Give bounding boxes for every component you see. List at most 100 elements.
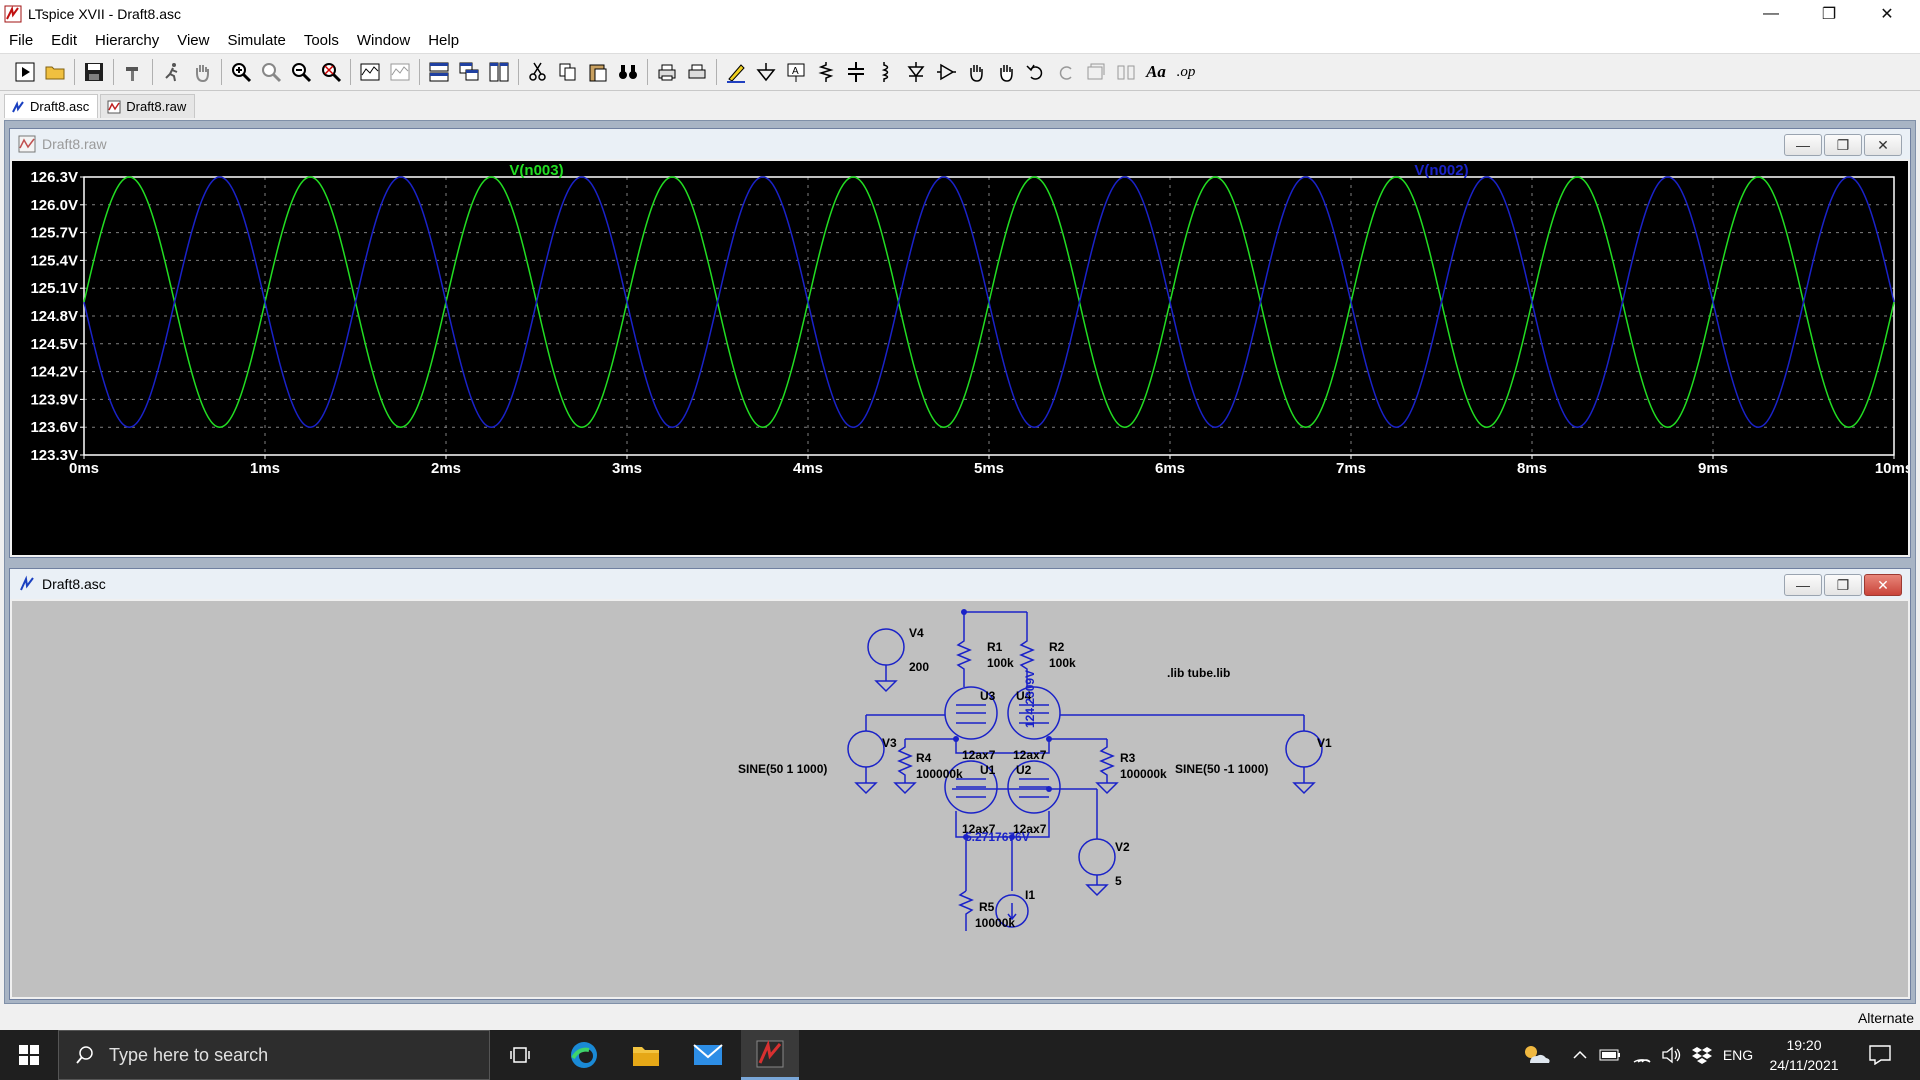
delete-trace-button[interactable]	[385, 57, 415, 87]
resistor-button[interactable]	[811, 57, 841, 87]
zoom-in-button[interactable]	[226, 57, 256, 87]
tray-battery[interactable]	[1596, 1030, 1624, 1080]
notification-center-button[interactable]	[1858, 1030, 1902, 1080]
spice-directive[interactable]: .lib tube.lib	[1167, 666, 1230, 680]
waveform-plot[interactable]: 0ms1ms2ms3ms4ms5ms6ms7ms8ms9ms10ms123.3V…	[12, 161, 1908, 555]
taskbar-mail-button[interactable]	[679, 1030, 737, 1080]
print-button[interactable]	[652, 57, 682, 87]
menu-view[interactable]: View	[177, 32, 210, 49]
x-tick-label: 4ms	[793, 460, 823, 477]
close-icon: ✕	[1877, 576, 1889, 593]
waveform-minimize-button[interactable]: —	[1784, 134, 1822, 156]
cascade-button[interactable]	[454, 57, 484, 87]
mirror-button[interactable]	[1111, 57, 1141, 87]
label-v2-value: 5	[1115, 874, 1122, 888]
schematic-window-title: Draft8.asc	[42, 576, 106, 592]
menu-tools[interactable]: Tools	[303, 32, 339, 49]
zoom-pan-button[interactable]	[256, 57, 286, 87]
move-button[interactable]	[961, 57, 991, 87]
minimize-icon: —	[1763, 5, 1779, 22]
inductor-button[interactable]	[871, 57, 901, 87]
text-button[interactable]: Aa	[1141, 57, 1171, 87]
chevron-up-icon	[1573, 1050, 1587, 1059]
svg-text:A: A	[792, 66, 799, 77]
label-v4-value: 200	[909, 660, 929, 674]
waveform-close-button[interactable]: ✕	[1864, 134, 1902, 156]
menu-simulate[interactable]: Simulate	[227, 32, 286, 49]
label-r5-value: 10000k	[975, 916, 1015, 930]
control-panel-button[interactable]	[118, 57, 148, 87]
running-man-icon	[165, 63, 178, 82]
open-button[interactable]	[40, 57, 70, 87]
drag-button[interactable]	[991, 57, 1021, 87]
schematic-minimize-button[interactable]: —	[1784, 574, 1822, 596]
menu-hierarchy[interactable]: Hierarchy	[95, 32, 160, 49]
menu-help[interactable]: Help	[428, 32, 460, 49]
cut-button[interactable]	[523, 57, 553, 87]
tray-dropbox[interactable]	[1688, 1030, 1716, 1080]
redo-icon	[1059, 66, 1072, 80]
spice-directive-button[interactable]: .op	[1171, 57, 1201, 87]
schematic-close-button[interactable]: ✕	[1864, 574, 1902, 596]
tray-network[interactable]	[1628, 1030, 1656, 1080]
label-r1: R1	[987, 640, 1003, 654]
trace-icon	[390, 63, 410, 81]
autorange-button[interactable]	[355, 57, 385, 87]
rotate-button[interactable]	[1081, 57, 1111, 87]
print-preview-icon	[688, 64, 706, 79]
waveform-maximize-button[interactable]: ❐	[1824, 134, 1862, 156]
diode-button[interactable]	[901, 57, 931, 87]
run-button[interactable]	[10, 57, 40, 87]
find-button[interactable]	[613, 57, 643, 87]
undo-button[interactable]	[1021, 57, 1051, 87]
tray-language[interactable]: ENG	[1718, 1030, 1758, 1080]
tab-draft8-raw[interactable]: Draft8.raw	[100, 94, 196, 118]
zoom-fit-button[interactable]	[316, 57, 346, 87]
ground-button[interactable]	[751, 57, 781, 87]
tile-vertical-button[interactable]	[484, 57, 514, 87]
taskbar-ltspice-button[interactable]	[741, 1030, 799, 1080]
start-button[interactable]	[0, 1030, 58, 1080]
taskbar-edge-button[interactable]	[555, 1030, 613, 1080]
windows-taskbar: Type here to search ENG 19:20 24/11/2021	[0, 1030, 1920, 1080]
restore-button[interactable]: ❐	[1800, 0, 1858, 28]
draw-wire-button[interactable]	[721, 57, 751, 87]
zoom-out-button[interactable]	[286, 57, 316, 87]
menu-window[interactable]: Window	[356, 32, 411, 49]
schematic-maximize-button[interactable]: ❐	[1824, 574, 1862, 596]
taskbar-file-explorer-button[interactable]	[617, 1030, 675, 1080]
tile-horizontal-button[interactable]	[424, 57, 454, 87]
redo-button[interactable]	[1051, 57, 1081, 87]
minimize-button[interactable]: —	[1742, 0, 1800, 28]
toolbar-separator	[716, 59, 717, 85]
print-setup-button[interactable]	[682, 57, 712, 87]
tray-show-hidden-button[interactable]	[1568, 1030, 1592, 1080]
x-tick-label: 8ms	[1517, 460, 1547, 477]
component-button[interactable]	[931, 57, 961, 87]
label-u3: U3	[980, 689, 996, 703]
y-tick-label: 126.0V	[30, 197, 78, 214]
taskbar-clock[interactable]: 19:20 24/11/2021	[1762, 1030, 1846, 1080]
task-view-button[interactable]	[492, 1030, 550, 1080]
paste-button[interactable]	[583, 57, 613, 87]
tray-volume[interactable]	[1658, 1030, 1686, 1080]
schematic-window-title-bar[interactable]: Draft8.asc	[10, 569, 1910, 599]
label-net-button[interactable]: A	[781, 57, 811, 87]
taskbar-search-box[interactable]: Type here to search	[58, 1030, 490, 1080]
halt-button[interactable]	[157, 57, 187, 87]
inductor-icon	[881, 62, 889, 82]
hammer-icon	[126, 67, 138, 81]
save-button[interactable]	[79, 57, 109, 87]
copy-button[interactable]	[553, 57, 583, 87]
schematic-canvas[interactable]: V4 200 R1 100k R2 100k .lib tube.lib U3 …	[12, 601, 1908, 997]
close-button[interactable]: ✕	[1858, 0, 1916, 28]
pan-button[interactable]	[187, 57, 217, 87]
label-v2: V2	[1115, 840, 1130, 854]
capacitor-button[interactable]	[841, 57, 871, 87]
weather-widget[interactable]	[1514, 1030, 1558, 1080]
menu-file[interactable]: File	[9, 32, 34, 49]
label-i1: I1	[1025, 888, 1035, 902]
waveform-window-title-bar[interactable]: Draft8.raw	[10, 129, 1910, 159]
tab-draft8-asc[interactable]: Draft8.asc	[4, 94, 99, 118]
menu-edit[interactable]: Edit	[51, 32, 78, 49]
